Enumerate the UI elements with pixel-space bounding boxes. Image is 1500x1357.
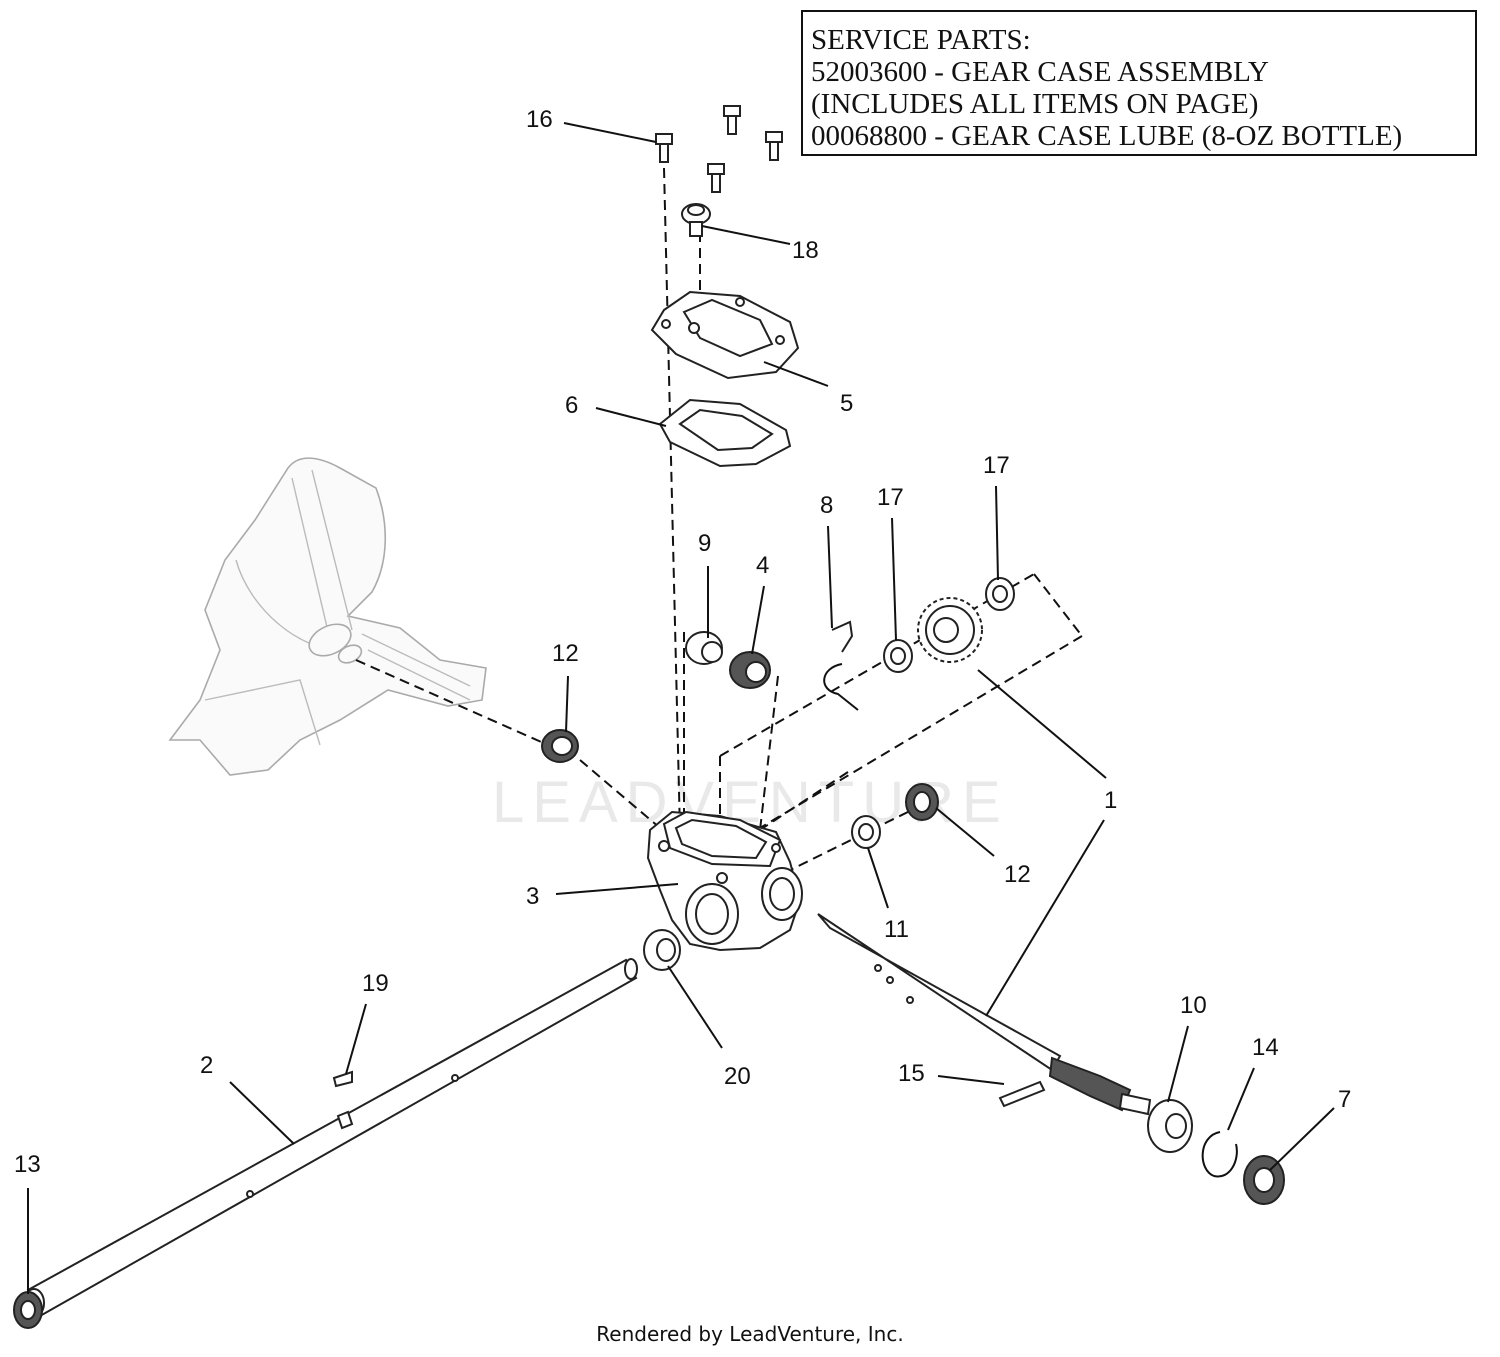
callout-7: 7: [1338, 1086, 1351, 1113]
callout-15: 15: [898, 1060, 925, 1087]
woodruff-key-19: [332, 1070, 353, 1088]
footer-credit: Rendered by LeadVenture, Inc.: [596, 1322, 904, 1346]
callout-17b: 17: [983, 452, 1010, 479]
impeller-housing-ghost: [168, 457, 487, 776]
callout-3: 3: [526, 883, 539, 910]
callout-labels: 16 18 5 6 9 4 8 17 17 12 12 11 3 1 20 19…: [14, 106, 1351, 1178]
callout-1: 1: [1104, 787, 1117, 814]
bolt-1: [655, 133, 673, 163]
gear-case-3: [646, 810, 803, 952]
auger-shaft-2: [23, 958, 638, 1318]
washer-17b: [985, 577, 1015, 611]
retaining-ring-14: [1201, 1131, 1238, 1178]
washer-17a: [883, 639, 913, 673]
vent-plug-18: [681, 203, 711, 237]
bearing-10: [1147, 1099, 1193, 1153]
callout-20: 20: [724, 1063, 751, 1090]
bolt-4: [707, 163, 725, 193]
retaining-clip-8: [823, 620, 859, 711]
gasket-6: [658, 398, 792, 468]
service-part-line: 00068800 - GEAR CASE LUBE (8-OZ BOTTLE): [811, 120, 1403, 152]
callout-2: 2: [200, 1052, 213, 1079]
callout-16: 16: [526, 106, 553, 133]
seal-12a: [541, 729, 579, 763]
callout-19: 19: [362, 970, 389, 997]
callout-12a: 12: [552, 640, 579, 667]
callout-6: 6: [565, 392, 578, 419]
pin-15: [998, 1080, 1046, 1108]
seal-20: [643, 929, 681, 971]
leader-lines: [27, 122, 1335, 1294]
seal-12b: [905, 783, 939, 821]
service-parts-heading: SERVICE PARTS:: [811, 24, 1031, 56]
bushing-9: [685, 631, 723, 665]
callout-13: 13: [14, 1151, 41, 1178]
callout-9: 9: [698, 530, 711, 557]
callout-12b: 12: [1004, 861, 1031, 888]
callout-11: 11: [884, 916, 909, 943]
callout-10: 10: [1180, 992, 1207, 1019]
callout-17a: 17: [877, 484, 904, 511]
worm-gear-1: [917, 597, 983, 663]
gear-case-cover-5: [650, 290, 800, 380]
bolt-3: [765, 131, 783, 161]
bolts-16: [655, 105, 783, 193]
bearing-7: [1243, 1155, 1285, 1205]
spacer-11: [851, 815, 881, 849]
service-parts-box: SERVICE PARTS: 52003600 - GEAR CASE ASSE…: [801, 10, 1477, 156]
callout-4: 4: [756, 552, 769, 579]
callout-8: 8: [820, 492, 833, 519]
bolt-2: [723, 105, 741, 135]
alignment-lines: [355, 167, 1083, 881]
service-part-line: (INCLUDES ALL ITEMS ON PAGE): [811, 88, 1259, 120]
bearing-13: [13, 1291, 43, 1329]
service-part-line: 52003600 - GEAR CASE ASSEMBLY: [811, 56, 1269, 88]
callout-5: 5: [840, 390, 853, 417]
bearing-4: [729, 651, 771, 689]
worm-shaft-1: [817, 913, 1152, 1116]
callout-18: 18: [792, 237, 819, 264]
callout-14: 14: [1252, 1034, 1279, 1061]
